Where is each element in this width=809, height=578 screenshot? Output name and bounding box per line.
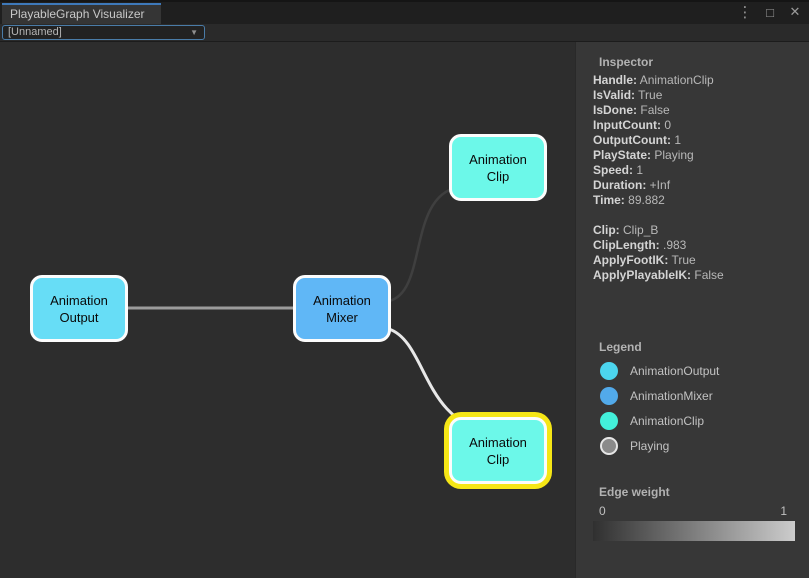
- playing-dot-icon: [600, 436, 618, 455]
- field-outputcount: OutputCount: 1: [593, 133, 681, 147]
- field-isvalid: IsValid: True: [593, 88, 663, 102]
- field-inputcount: InputCount: 0: [593, 118, 671, 132]
- field-playstate: PlayState: Playing: [593, 148, 694, 162]
- animationoutput-dot-icon: [600, 361, 618, 380]
- field-clip: Clip: Clip_B: [593, 223, 659, 237]
- node-animation-clip-selected[interactable]: Animation Clip: [449, 417, 547, 484]
- edge-mixer-to-clip-top: [388, 185, 460, 303]
- node-animation-output[interactable]: Animation Output: [30, 275, 128, 342]
- clip-fields: Clip: Clip_B ClipLength: .983 ApplyFootI…: [593, 223, 793, 283]
- graph-select-dropdown[interactable]: [Unnamed] ▼: [2, 25, 205, 40]
- edge-weight-min: 0: [599, 504, 606, 518]
- maximize-icon[interactable]: □: [766, 4, 774, 20]
- edge-mixer-to-clip-selected: [388, 327, 493, 433]
- edge-weight-scale: 0 1: [599, 504, 787, 518]
- field-cliplength: ClipLength: .983: [593, 238, 687, 252]
- legend-item-animationoutput: AnimationOutput: [593, 358, 793, 383]
- field-time: Time: 89.882: [593, 193, 665, 207]
- legend-item-animationmixer: AnimationMixer: [593, 383, 793, 408]
- inspector-fields: Handle: AnimationClip IsValid: True IsDo…: [593, 73, 793, 208]
- tab-playablegraph-visualizer[interactable]: PlayableGraph Visualizer: [2, 3, 161, 24]
- kebab-menu-icon[interactable]: ⋮: [737, 4, 753, 21]
- edge-weight-max: 1: [780, 504, 787, 518]
- inspector-panel: Inspector Handle: AnimationClip IsValid:…: [575, 42, 809, 578]
- graph-select-value: [Unnamed]: [8, 26, 62, 38]
- inspector-title: Inspector: [599, 55, 654, 69]
- window-controls: ⋮ □ ✕: [737, 2, 803, 22]
- toolbar: [Unnamed] ▼: [0, 24, 809, 42]
- field-isdone: IsDone: False: [593, 103, 670, 117]
- field-applyfootik: ApplyFootIK: True: [593, 253, 696, 267]
- animationmixer-dot-icon: [600, 386, 618, 405]
- close-icon[interactable]: ✕: [789, 4, 801, 19]
- field-applyplayableik: ApplyPlayableIK: False: [593, 268, 724, 282]
- edge-weight-gradient: [593, 521, 795, 541]
- edge-weight-section: Edge weight 0 1: [593, 485, 795, 541]
- node-animation-clip-top[interactable]: Animation Clip: [449, 134, 547, 201]
- legend-item-animationclip: AnimationClip: [593, 408, 793, 433]
- title-bar: PlayableGraph Visualizer ⋮ □ ✕: [0, 0, 809, 24]
- field-duration: Duration: +Inf: [593, 178, 671, 192]
- node-animation-mixer[interactable]: Animation Mixer: [293, 275, 391, 342]
- chevron-down-icon: ▼: [190, 28, 198, 37]
- legend-title: Legend: [599, 340, 642, 354]
- field-speed: Speed: 1: [593, 163, 644, 177]
- field-handle: Handle: AnimationClip: [593, 73, 714, 87]
- legend: Legend AnimationOutput AnimationMixer An…: [593, 340, 793, 458]
- legend-item-playing: Playing: [593, 433, 793, 458]
- animationclip-dot-icon: [600, 411, 618, 430]
- edge-weight-title: Edge weight: [599, 485, 670, 499]
